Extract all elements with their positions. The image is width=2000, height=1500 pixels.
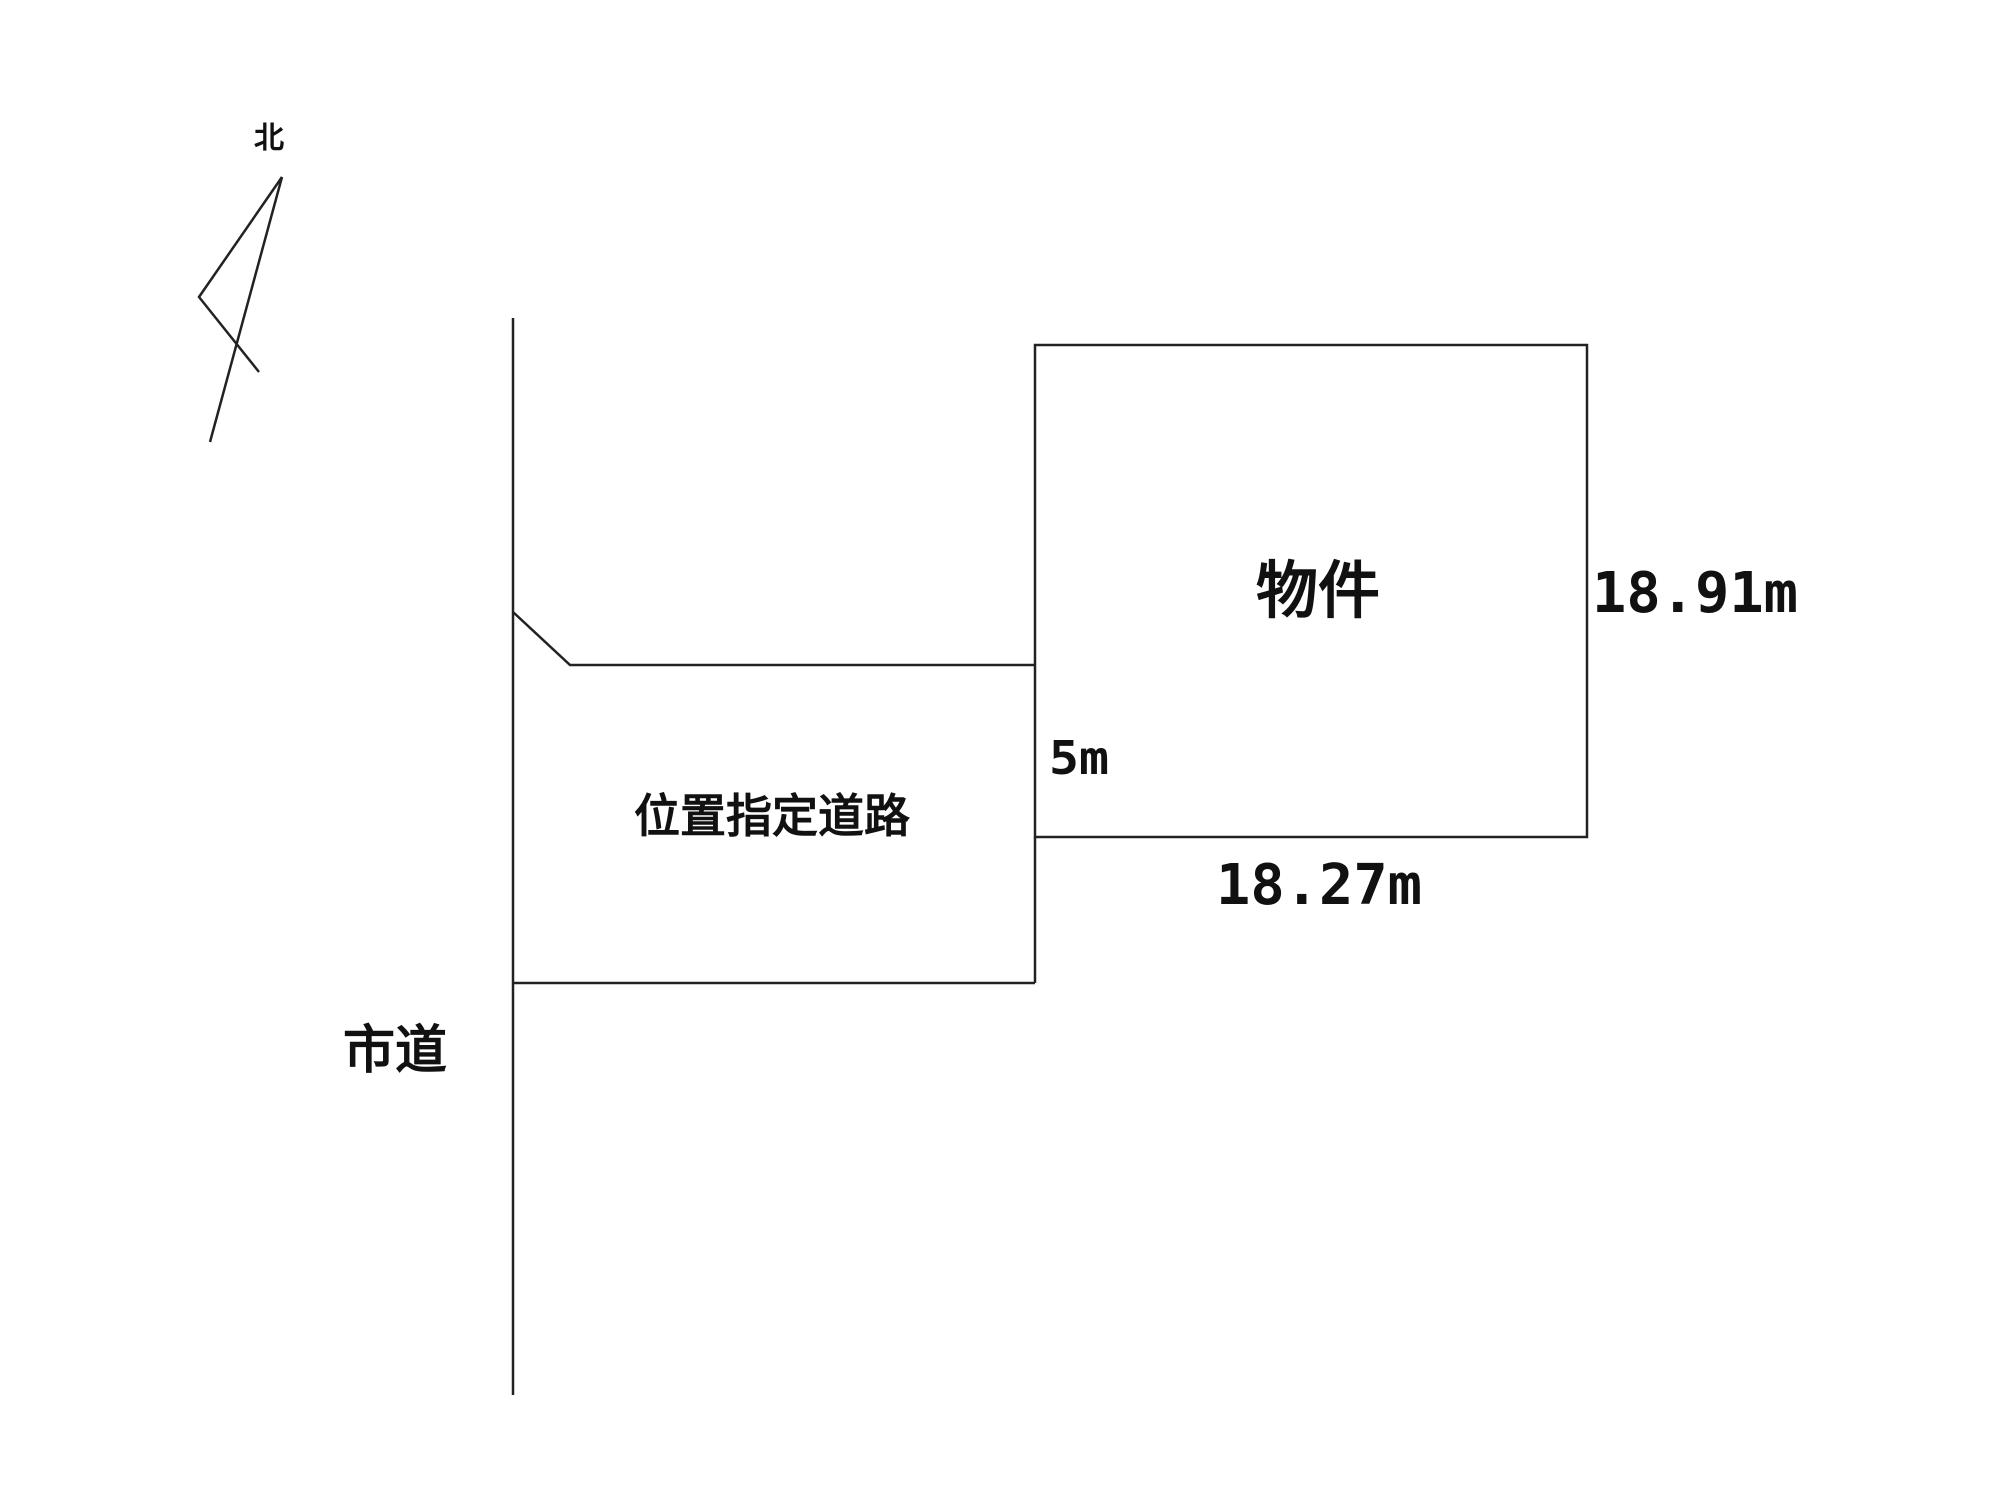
north-arrow-icon: 北 (197, 121, 284, 443)
road-width-dimension: 5m (1049, 731, 1109, 785)
north-label: 北 (254, 121, 284, 156)
designated-road-label: 位置指定道路 (634, 789, 911, 843)
city-road-label: 市道 (343, 1021, 447, 1081)
designated-road-top-edge (512, 611, 1035, 667)
property-label: 物件 (1256, 554, 1380, 627)
property-depth-dimension: 18.91m (1592, 561, 1798, 626)
property-width-dimension: 18.27m (1216, 853, 1422, 918)
property-lot (1033, 343, 1589, 839)
